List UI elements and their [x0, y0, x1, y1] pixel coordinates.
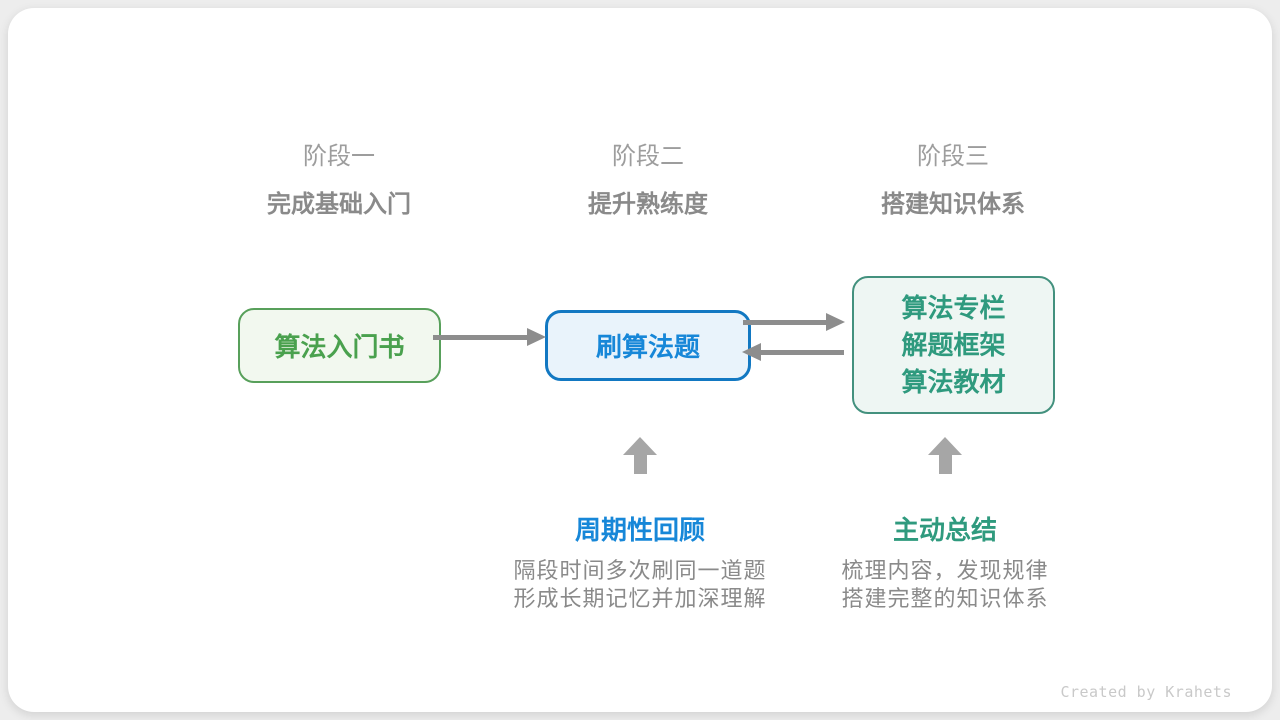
node-intro-book-label: 算法入门书 — [274, 332, 405, 362]
arrow-left-head-icon — [742, 343, 761, 361]
arrow-up-icon — [928, 437, 962, 474]
stage-1-subtitle: 完成基础入门 — [267, 191, 411, 218]
annotation-periodic-review-desc: 隔段时间多次刷同一道题 形成长期记忆并加深理解 — [513, 558, 767, 611]
stage-3-subtitle: 搭建知识体系 — [881, 191, 1025, 218]
node-resources-line-3: 算法教材 — [901, 366, 1006, 397]
arrow-left-icon — [761, 350, 844, 355]
diagram-card: 阶段一 完成基础入门 阶段二 提升熟练度 阶段三 搭建知识体系 算法入门书 刷算… — [8, 8, 1272, 712]
arrow-right-head-icon — [527, 328, 546, 346]
node-intro-book: 算法入门书 — [238, 308, 441, 383]
annotation-periodic-review-title: 周期性回顾 — [574, 515, 706, 545]
stage-2-label: 阶段二 — [612, 143, 684, 170]
stage-1-label: 阶段一 — [303, 143, 375, 170]
arrow-up-icon — [623, 437, 657, 474]
stage-2-subtitle: 提升熟练度 — [588, 191, 708, 218]
annotation-active-summary-desc: 梳理内容，发现规律 搭建完整的知识体系 — [841, 558, 1049, 611]
node-knowledge-resources: 算法专栏 解题框架 算法教材 — [852, 276, 1055, 414]
credit-text: Created by Krahets — [1060, 683, 1232, 701]
node-resources-line-1: 算法专栏 — [901, 292, 1006, 323]
annotation-active-summary-title: 主动总结 — [892, 515, 998, 545]
node-resources-line-2: 解题框架 — [901, 329, 1006, 360]
stage-3-label: 阶段三 — [917, 143, 989, 170]
arrow-right-head-icon — [826, 313, 845, 331]
node-practice-problems: 刷算法题 — [545, 310, 751, 381]
arrow-right-icon — [433, 335, 527, 340]
node-practice-label: 刷算法题 — [595, 332, 700, 362]
arrow-right-icon — [743, 320, 826, 325]
